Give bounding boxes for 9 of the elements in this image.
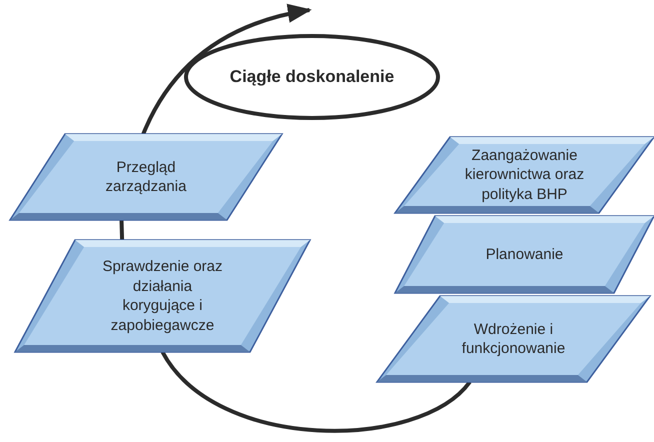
step-text: Planowanie <box>486 244 564 264</box>
connector-line <box>120 220 124 240</box>
step-text: Zaangażowanie kierownictwa oraz polityka BHP <box>464 146 586 204</box>
arrow <box>141 4 312 135</box>
step-text: Przegląd zarządzania <box>104 158 188 196</box>
step-text: Wdrożenie i funkcjonowanie <box>460 320 566 358</box>
title-text: Ciągłe doskonalenie <box>230 66 394 88</box>
connector-line <box>160 350 472 432</box>
step-text: Sprawdzenie oraz działania korygujące i zapobiegawcze <box>101 257 224 335</box>
